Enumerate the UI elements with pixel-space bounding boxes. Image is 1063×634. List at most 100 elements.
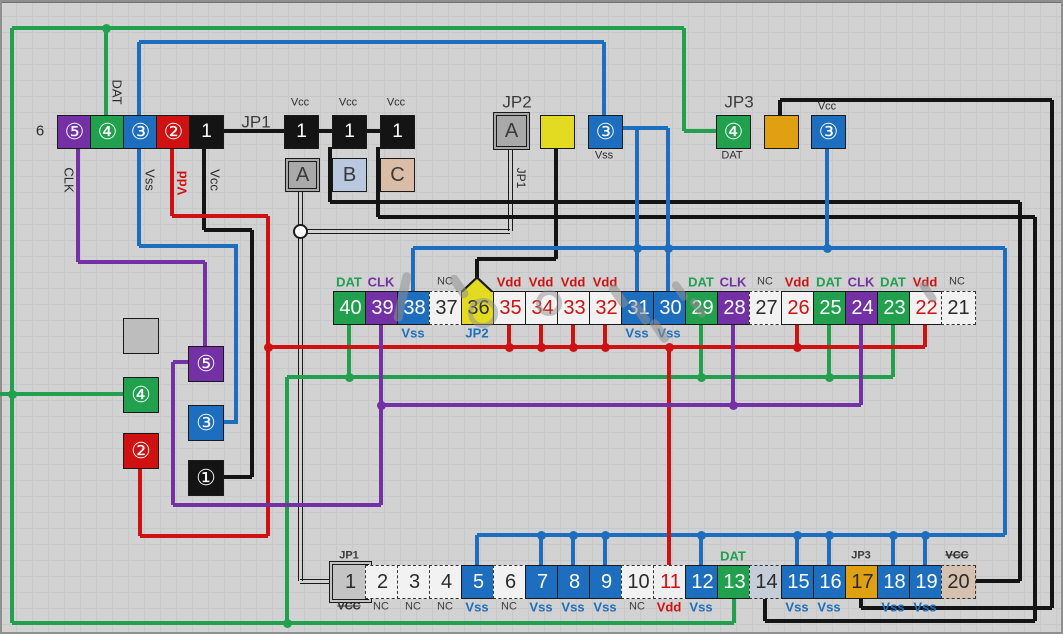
jp3-square-4[interactable]: ④ <box>716 115 751 149</box>
black-wire[interactable] <box>1033 217 1037 621</box>
red-wire[interactable] <box>172 214 268 218</box>
red-wire[interactable] <box>138 467 142 536</box>
pin-28[interactable]: 28 <box>717 291 752 325</box>
ratsnest-wire[interactable] <box>300 229 510 234</box>
jp2-square-a[interactable]: A <box>493 112 530 150</box>
wire-node[interactable] <box>293 224 308 239</box>
green-wire[interactable] <box>12 621 734 625</box>
jp2-square-2[interactable] <box>540 115 575 149</box>
black-wire[interactable] <box>763 597 767 621</box>
blue-wire[interactable] <box>825 147 829 248</box>
pin-21[interactable]: 21 <box>941 291 976 325</box>
green-wire[interactable] <box>0 392 123 396</box>
pin-23[interactable]: 23 <box>877 291 912 325</box>
left-sq-1[interactable]: ① <box>188 460 224 496</box>
blue-wire[interactable] <box>411 248 415 291</box>
jp1-pad-c[interactable]: 1 <box>380 115 415 149</box>
blue-wire[interactable] <box>413 246 1005 250</box>
red-wire[interactable] <box>170 147 174 216</box>
purple-wire[interactable] <box>173 503 381 507</box>
black-wire[interactable] <box>222 475 252 479</box>
pin-10[interactable]: 10 <box>621 565 656 599</box>
green-wire[interactable] <box>10 28 14 623</box>
blue-wire[interactable] <box>795 535 799 565</box>
blue-wire[interactable] <box>571 535 575 565</box>
purple-wire[interactable] <box>173 360 188 364</box>
green-wire[interactable] <box>104 28 108 115</box>
green-wire[interactable] <box>891 323 895 377</box>
green-wire[interactable] <box>732 597 736 623</box>
blue-wire[interactable] <box>222 420 238 424</box>
left-sq-3[interactable]: ③ <box>188 405 224 441</box>
pin-7[interactable]: 7 <box>525 565 560 599</box>
blue-wire[interactable] <box>891 535 895 565</box>
pin-37[interactable]: 37 <box>429 291 464 325</box>
ratsnest-wire[interactable] <box>298 190 303 581</box>
blue-wire[interactable] <box>139 40 604 44</box>
pin-14[interactable]: 14 <box>749 565 784 599</box>
blue-wire[interactable] <box>666 128 670 291</box>
red-wire[interactable] <box>667 347 671 565</box>
pin-26[interactable]: 26 <box>781 291 816 325</box>
red-wire[interactable] <box>268 345 925 349</box>
pin-8[interactable]: 8 <box>557 565 592 599</box>
black-wire[interactable] <box>554 147 558 259</box>
pin-25[interactable]: 25 <box>813 291 848 325</box>
green-wire[interactable] <box>827 323 831 377</box>
pin-35[interactable]: 35 <box>493 291 528 325</box>
pin-15[interactable]: 15 <box>781 565 816 599</box>
purple-wire[interactable] <box>379 323 383 505</box>
blue-wire[interactable] <box>635 128 639 291</box>
blue-wire[interactable] <box>620 126 668 130</box>
net-square-a[interactable]: A <box>285 158 320 192</box>
green-wire[interactable] <box>682 28 686 131</box>
red-wire[interactable] <box>923 323 927 347</box>
purple-wire[interactable] <box>859 323 863 405</box>
header-sq-5[interactable]: ⑤ <box>57 115 92 149</box>
green-wire[interactable] <box>287 375 893 379</box>
black-wire[interactable] <box>378 215 1035 219</box>
black-wire[interactable] <box>477 257 556 261</box>
left-sq-2[interactable]: ② <box>123 433 159 469</box>
left-gray-square[interactable] <box>123 318 159 354</box>
pin-24[interactable]: 24 <box>845 291 880 325</box>
blue-wire[interactable] <box>602 42 606 115</box>
blue-wire[interactable] <box>603 535 607 565</box>
black-wire[interactable] <box>1018 202 1022 581</box>
pin-20[interactable]: 20 <box>941 565 976 599</box>
pin-9[interactable]: 9 <box>589 565 624 599</box>
green-wire[interactable] <box>285 377 289 623</box>
header-sq-3[interactable]: ③ <box>123 115 158 149</box>
black-wire[interactable] <box>204 228 252 232</box>
black-wire[interactable] <box>1050 100 1054 608</box>
blue-wire[interactable] <box>699 535 703 565</box>
blue-wire[interactable] <box>1003 248 1007 535</box>
purple-wire[interactable] <box>76 147 80 262</box>
jp2-square-3[interactable]: ③ <box>588 115 623 149</box>
net-square-c[interactable]: C <box>380 158 415 192</box>
purple-wire[interactable] <box>731 323 735 405</box>
blue-wire[interactable] <box>827 535 831 565</box>
black-wire[interactable] <box>330 200 1020 204</box>
blue-wire[interactable] <box>539 535 543 565</box>
green-wire[interactable] <box>699 323 703 377</box>
black-wire[interactable] <box>778 100 782 115</box>
jp1-pad-a[interactable]: 1 <box>284 115 319 149</box>
left-sq-5[interactable]: ⑤ <box>188 346 224 382</box>
pin-19[interactable]: 19 <box>909 565 944 599</box>
red-wire[interactable] <box>140 534 268 538</box>
blue-wire[interactable] <box>475 535 479 565</box>
red-wire[interactable] <box>266 216 270 536</box>
pin-5[interactable]: 5 <box>461 565 496 599</box>
net-square-b[interactable]: B <box>332 158 367 192</box>
green-wire[interactable] <box>684 129 716 133</box>
pin-4[interactable]: 4 <box>429 565 464 599</box>
blue-wire[interactable] <box>137 42 141 115</box>
black-wire[interactable] <box>250 230 254 477</box>
pin-3[interactable]: 3 <box>397 565 432 599</box>
blue-wire[interactable] <box>137 147 141 246</box>
header-sq-1[interactable]: 1 <box>189 115 224 149</box>
purple-wire[interactable] <box>381 403 861 407</box>
left-sq-4[interactable]: ④ <box>123 377 159 413</box>
pin-27[interactable]: 27 <box>749 291 784 325</box>
